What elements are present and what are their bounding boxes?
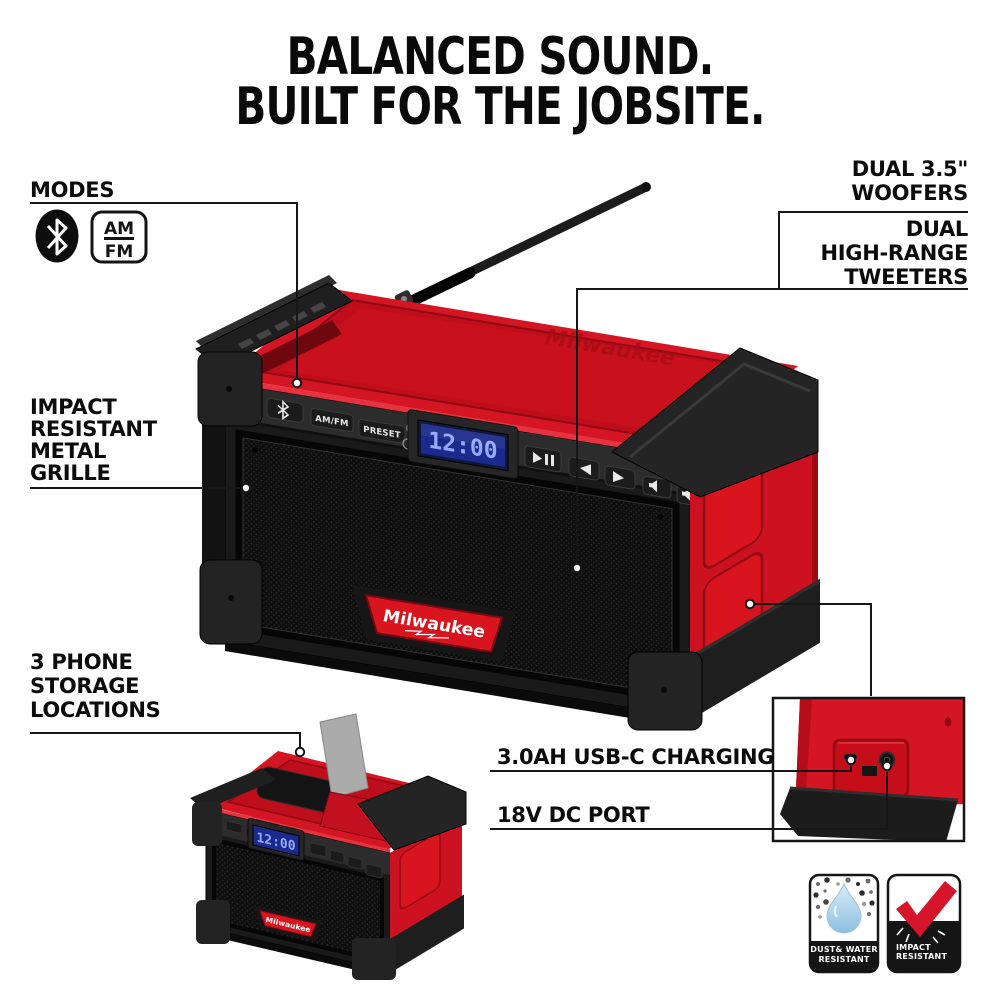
- dc-callout-line: [490, 772, 888, 830]
- stored-phone-upright: [319, 713, 369, 799]
- control-bar: AM/FM PRESET 12:00: [234, 390, 710, 508]
- svg-text:IMPACT: IMPACT: [896, 943, 931, 952]
- am-label: AM: [104, 219, 134, 239]
- bluetooth-icon: [34, 209, 80, 269]
- impact-checkmark-icon: [896, 881, 957, 937]
- bluetooth-button: [266, 398, 304, 423]
- usb-callout-line: [490, 766, 852, 772]
- callout-lines: [30, 202, 968, 843]
- detail-frame: [771, 696, 966, 843]
- small-top-right-bumper: [357, 775, 467, 851]
- small-right-side: [388, 809, 464, 975]
- detail-base-bumper: [780, 788, 958, 841]
- tweeters-callout-line: [576, 288, 968, 563]
- detail-link-line: [754, 603, 872, 696]
- headline-line-2: BUILT FOR THE JOBSITE.: [235, 77, 765, 137]
- headline: BALANCED SOUND. BUILT FOR THE JOBSITE.: [110, 27, 890, 137]
- svg-text:RESISTANT: RESISTANT: [896, 952, 947, 961]
- top-tray: Milwaukee: [225, 289, 798, 454]
- side-bottom-bumper: [688, 578, 820, 722]
- impact-marks: [896, 927, 946, 944]
- svg-text:RESISTANT: RESISTANT: [818, 955, 869, 964]
- ports-detail-image: [773, 698, 964, 841]
- callout-dots: [240, 377, 893, 772]
- svg-text:DUST& WATER: DUST& WATER: [810, 945, 877, 954]
- woofers-callout-line: [778, 211, 968, 289]
- small-radio-image: 12:00 Milwaukee: [190, 713, 467, 980]
- impact-resistant-badge: IMPACT RESISTANT: [886, 873, 962, 974]
- small-front-face: 12:00 Milwaukee: [205, 806, 391, 972]
- am-fm-button: [310, 408, 354, 433]
- callout-phone-storage: 3 PHONE STORAGE LOCATIONS: [30, 650, 161, 722]
- callout-usb-charging: 3.0AH USB-C CHARGING: [497, 745, 775, 769]
- milwaukee-badge: Milwaukee: [352, 584, 516, 662]
- small-left-handle: [190, 768, 276, 810]
- callout-grille: IMPACT RESISTANT METAL GRILLE: [30, 395, 157, 485]
- callout-dc-port: 18V DC PORT: [497, 803, 650, 827]
- bluetooth-button-icon: [277, 399, 290, 420]
- dust-water-resistant-badge: DUST& WATER RESISTANT: [808, 873, 880, 974]
- phone-storage-callout-line: [30, 732, 301, 747]
- top-right-bumper: [611, 347, 819, 498]
- callout-modes: MODES: [30, 178, 115, 202]
- am-fm-icon: AM FM: [90, 210, 148, 268]
- bottom-left-bumper: [199, 559, 263, 645]
- small-lcd-display: [252, 824, 300, 857]
- fm-label: FM: [105, 242, 134, 262]
- front-face: AM/FM PRESET 12:00: [224, 377, 710, 719]
- callout-tweeters: DUAL HIGH-RANGE TWEETERS: [820, 217, 969, 289]
- modes-callout-line: [30, 202, 298, 378]
- dust-dots: [813, 877, 875, 919]
- callout-woofers: DUAL 3.5" WOOFERS: [851, 157, 968, 205]
- water-droplet-icon: [826, 882, 862, 934]
- preset-button: [358, 419, 406, 444]
- lcd-display: [421, 423, 505, 468]
- headline-line-1: BALANCED SOUND.: [286, 27, 714, 87]
- main-radio-image: Milwaukee: [195, 182, 820, 731]
